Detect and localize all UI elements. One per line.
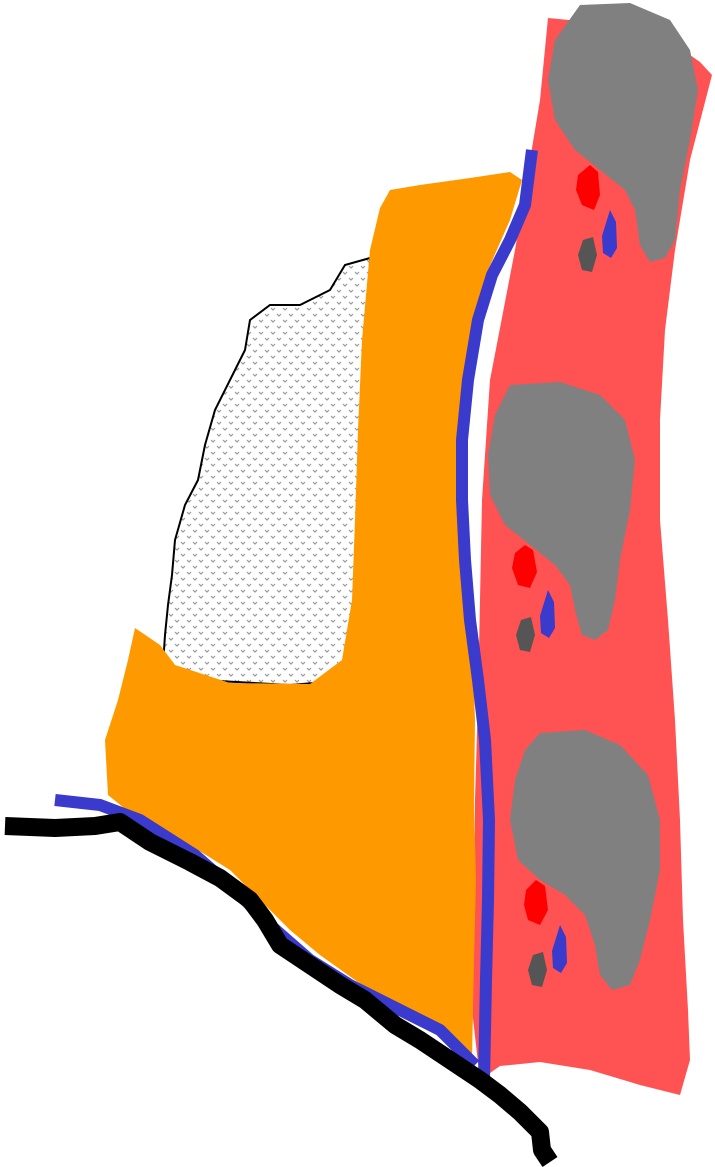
- dotted-region: [163, 258, 370, 685]
